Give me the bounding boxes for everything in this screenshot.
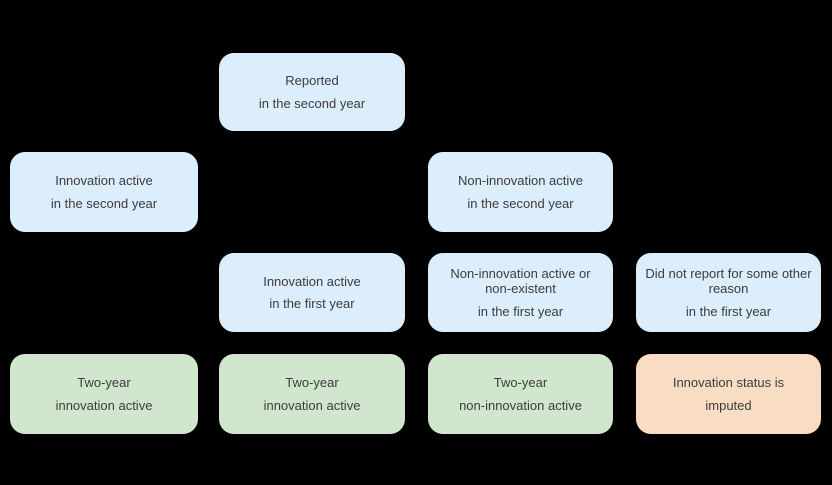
node-line: in the second year <box>50 195 158 211</box>
node-line: Non-innovation active <box>457 173 584 189</box>
node-line: Two-year <box>285 375 339 391</box>
node-line: imputed <box>705 397 752 413</box>
node-two-year-innovation-active-mid: Two-year innovation active <box>219 354 405 434</box>
node-non-innovation-active-second-year: Non-innovation active in the second year <box>428 152 613 232</box>
node-line: in the first year <box>269 296 355 311</box>
node-innovation-status-imputed: Innovation status is imputed <box>636 354 821 434</box>
node-line: Two-year <box>493 375 548 391</box>
node-line: Non-innovation active or non-existent <box>450 266 591 297</box>
node-line: in the first year <box>685 303 772 319</box>
node-two-year-non-innovation-active: Two-year non-innovation active <box>428 354 613 434</box>
node-line: innovation active <box>55 397 153 413</box>
node-two-year-innovation-active-left: Two-year innovation active <box>10 354 198 434</box>
node-line: Reported <box>285 73 339 89</box>
node-innovation-active-first-year: Innovation active in the first year <box>219 253 405 332</box>
node-did-not-report-first-year: Did not report for some other reason in … <box>636 253 821 332</box>
node-line: Innovation active <box>55 173 153 189</box>
node-line: non-innovation active <box>459 397 582 413</box>
node-innovation-active-second-year: Innovation active in the second year <box>10 152 198 232</box>
node-line: in the first year <box>477 303 564 319</box>
node-line: innovation active <box>263 397 361 413</box>
node-line: Innovation status is <box>672 375 785 391</box>
node-line: Two-year <box>77 375 131 391</box>
node-line: Innovation active <box>263 273 361 289</box>
node-line: in the second year <box>467 195 574 211</box>
node-non-innovation-or-nonexistent-first-year: Non-innovation active or non-existent in… <box>428 253 613 332</box>
node-line: Did not report for some other reason <box>645 266 812 297</box>
node-reported-second-year: Reported in the second year <box>219 53 405 131</box>
node-line: in the second year <box>258 95 366 111</box>
